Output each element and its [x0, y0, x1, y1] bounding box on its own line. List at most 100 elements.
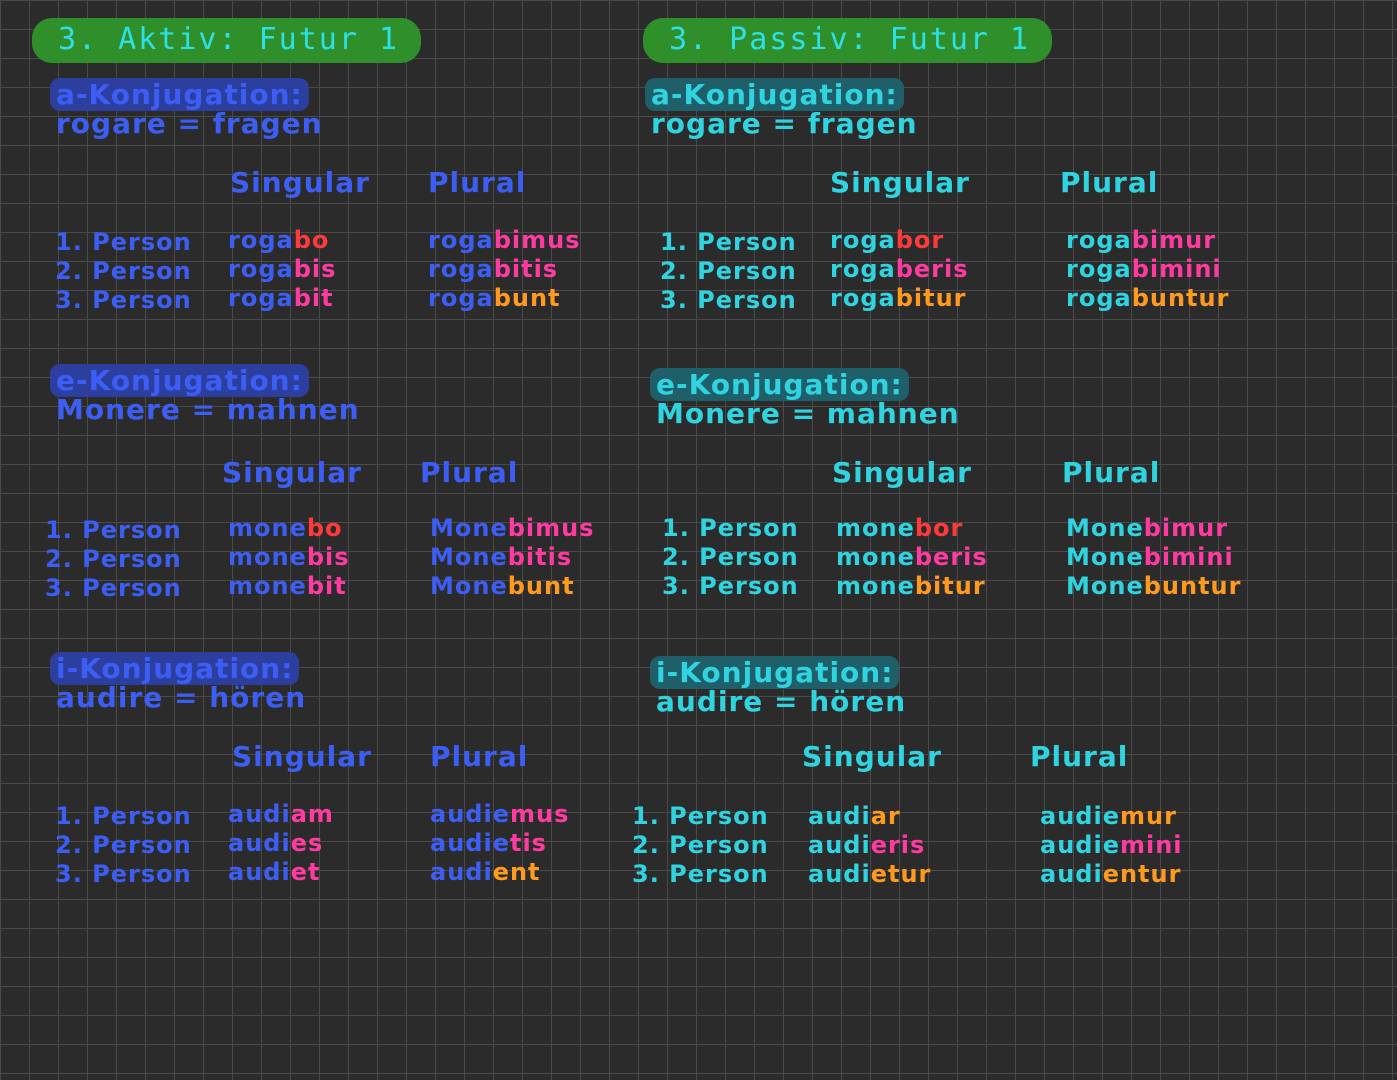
verb-stem: roga: [228, 284, 294, 312]
verb-form: rogabo: [228, 226, 336, 255]
verb-ending: bitur: [895, 284, 967, 312]
verb-ending: beris: [914, 543, 988, 571]
verb-ending: bis: [306, 543, 350, 571]
verb-stem: roga: [830, 255, 896, 283]
verb-ending: bunt: [507, 572, 575, 600]
verb-ending: bo: [306, 514, 343, 542]
verb-definition: rogare = fragen: [651, 107, 918, 140]
passive-section-0-heading-block: a-Konjugation:rogare = fragen: [645, 78, 918, 140]
verb-form: audies: [228, 829, 334, 858]
plural-header: Plural: [420, 456, 519, 489]
person-label: 2. Person: [45, 545, 182, 573]
verb-form: rogabimini: [1066, 255, 1229, 284]
verb-stem: mone: [228, 572, 307, 600]
verb-stem: audie: [430, 829, 510, 857]
verb-ending: mur: [1119, 802, 1177, 830]
person-label: 3. Person: [632, 860, 769, 888]
active-section-1-heading-block: e-Konjugation:Monere = mahnen: [50, 364, 360, 426]
verb-form: Monebuntur: [1066, 572, 1241, 601]
section-heading: a-Konjugation:: [645, 78, 904, 111]
verb-stem: roga: [428, 284, 494, 312]
verb-form: Monebunt: [430, 572, 595, 601]
verb-ending: bor: [895, 226, 945, 254]
person-label: 3. Person: [55, 860, 192, 888]
person-label: 1. Person: [55, 228, 192, 256]
verb-form: monebit: [228, 572, 350, 601]
verb-ending: buntur: [1143, 572, 1242, 600]
verb-form: rogabitur: [830, 284, 969, 313]
active-section-2-heading-block: i-Konjugation:audire = hören: [50, 652, 306, 714]
verb-stem: roga: [830, 226, 896, 254]
plural-header: Plural: [1030, 740, 1129, 773]
singular-header: Singular: [832, 456, 972, 489]
verb-ending: bunt: [493, 284, 561, 312]
verb-ending: tis: [509, 829, 547, 857]
verb-stem: audi: [808, 860, 871, 888]
verb-ending: bis: [293, 255, 337, 283]
person-label: 2. Person: [632, 831, 769, 859]
section-heading: e-Konjugation:: [50, 364, 309, 397]
section-heading: i-Konjugation:: [50, 652, 300, 685]
singular-header: Singular: [230, 166, 370, 199]
verb-ending: beris: [895, 255, 969, 283]
verb-form: audiet: [228, 858, 334, 887]
verb-definition: Monere = mahnen: [656, 397, 960, 430]
section-heading: e-Konjugation:: [650, 368, 909, 401]
plural-header: Plural: [430, 740, 529, 773]
person-label: 1. Person: [660, 228, 797, 256]
person-label: 2. Person: [662, 543, 799, 571]
passive-section-2-heading-block: i-Konjugation:audire = hören: [650, 656, 906, 718]
verb-stem: audi: [228, 829, 291, 857]
verb-ending: ent: [492, 858, 541, 886]
verb-form: audiemur: [1040, 802, 1183, 831]
singular-header: Singular: [232, 740, 372, 773]
verb-stem: audie: [1040, 802, 1120, 830]
verb-definition: Monere = mahnen: [56, 393, 360, 426]
verb-ending: bit: [306, 572, 347, 600]
person-label: 3. Person: [662, 572, 799, 600]
verb-ending: bor: [914, 514, 964, 542]
verb-stem: roga: [228, 226, 294, 254]
verb-form: monebitur: [836, 572, 988, 601]
verb-form: rogabor: [830, 226, 969, 255]
verb-form: Monebitis: [430, 543, 595, 572]
verb-ending: mus: [509, 800, 570, 828]
verb-stem: roga: [1066, 284, 1132, 312]
verb-ending: mini: [1119, 831, 1183, 859]
passive-section-1-heading-block: e-Konjugation:Monere = mahnen: [650, 368, 960, 430]
verb-stem: Mone: [1066, 572, 1144, 600]
verb-ending: ar: [870, 802, 901, 830]
verb-stem: audi: [228, 800, 291, 828]
verb-form: rogabimur: [1066, 226, 1229, 255]
verb-ending: et: [290, 858, 321, 886]
singular-header: Singular: [222, 456, 362, 489]
verb-ending: bimus: [507, 514, 595, 542]
verb-ending: entur: [1102, 860, 1182, 888]
verb-form: audientur: [1040, 860, 1183, 889]
verb-form: audiemus: [430, 800, 569, 829]
verb-stem: Mone: [430, 572, 508, 600]
verb-stem: Mone: [430, 543, 508, 571]
person-label: 3. Person: [660, 286, 797, 314]
person-label: 2. Person: [55, 831, 192, 859]
verb-stem: audie: [1040, 831, 1120, 859]
plural-header: Plural: [1060, 166, 1159, 199]
verb-ending: bimur: [1131, 226, 1217, 254]
verb-ending: bimini: [1131, 255, 1222, 283]
singular-header: Singular: [802, 740, 942, 773]
verb-ending: buntur: [1131, 284, 1230, 312]
section-heading: i-Konjugation:: [650, 656, 900, 689]
verb-stem: roga: [1066, 255, 1132, 283]
